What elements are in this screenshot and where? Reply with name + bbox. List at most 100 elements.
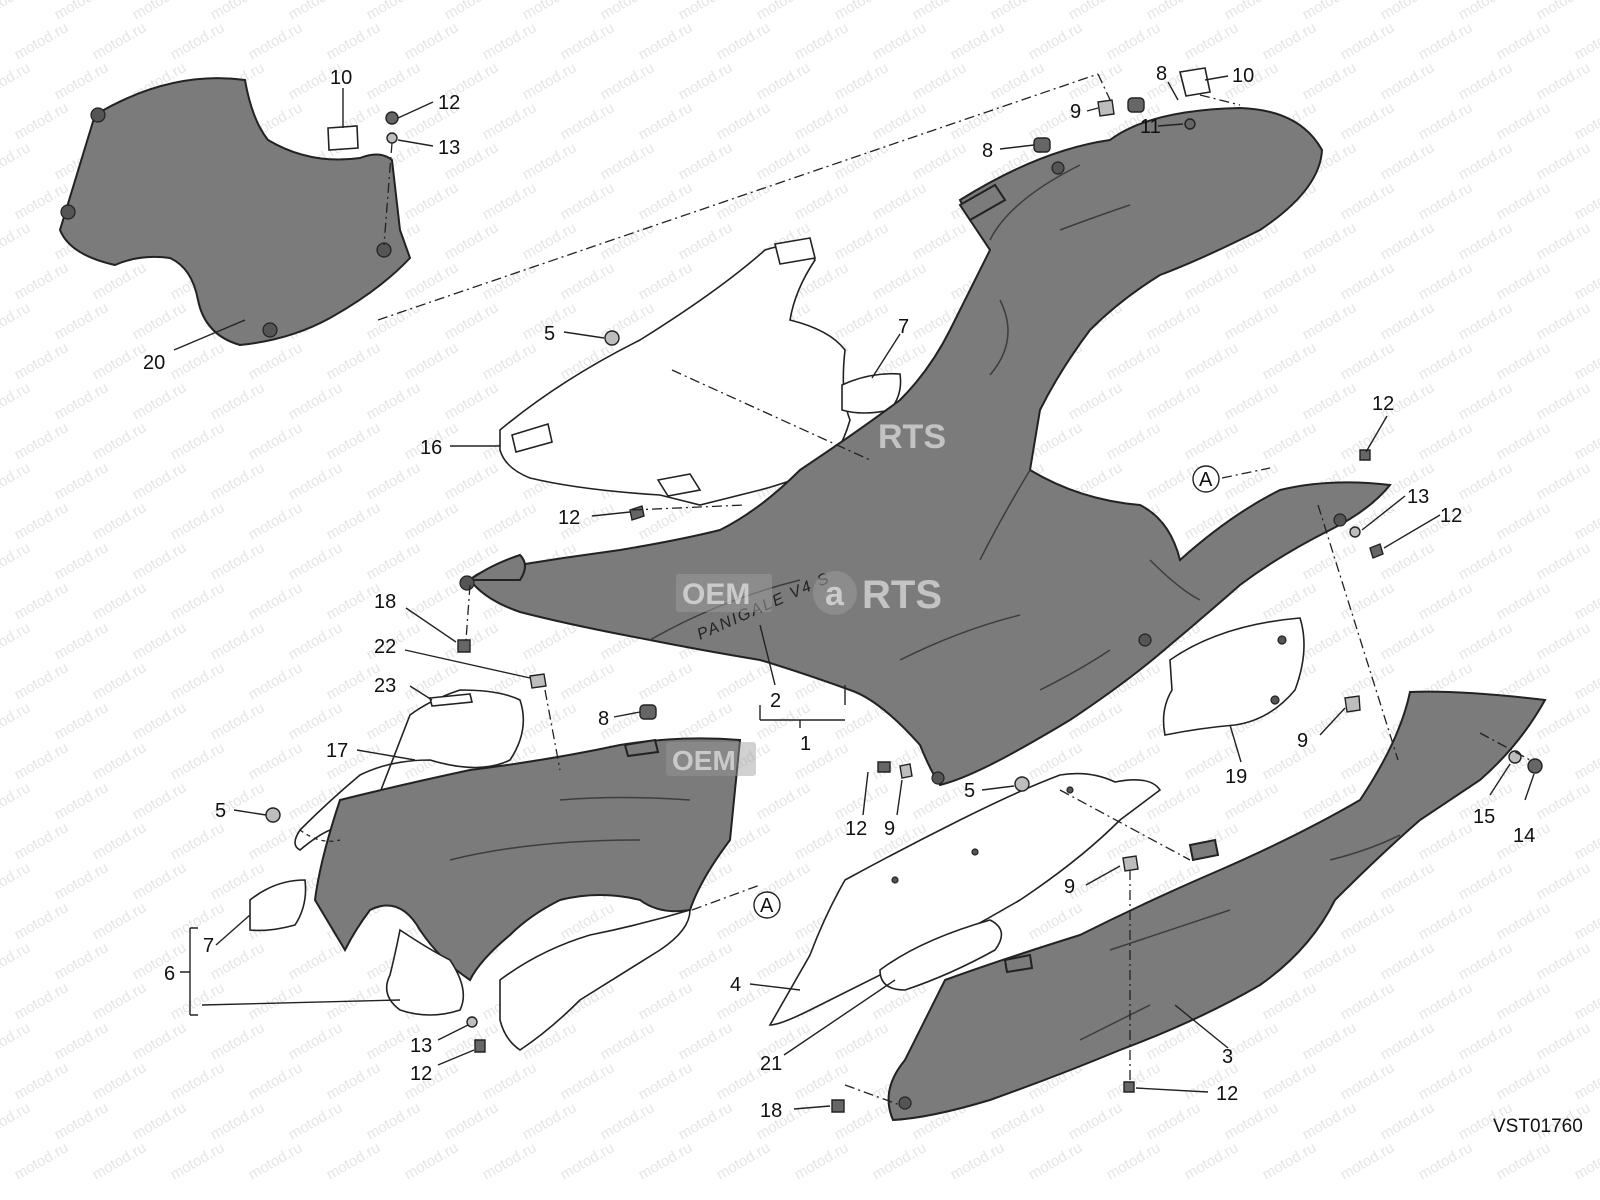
callout-9: 9 [1070, 101, 1081, 123]
reference-a-label: A [760, 895, 774, 917]
watermark-text: motod.ru [754, 139, 814, 183]
watermark-text: motod.ru [1494, 499, 1554, 543]
grommet-8-icon[interactable] [639, 704, 657, 720]
assembly-lines [299, 73, 1531, 1106]
watermark-text: motod.ru [1144, 299, 1204, 343]
watermark-text: motod.ru [1534, 139, 1594, 183]
watermark-text: motod.ru [1026, 1139, 1086, 1183]
watermark-text: motod.ru [12, 1059, 72, 1103]
watermark-text: motod.ru [1572, 259, 1600, 303]
watermark-text: motod.ru [1144, 379, 1204, 423]
watermark-text: motod.ru [90, 499, 150, 543]
callout-4: 4 [730, 974, 741, 996]
watermark-text: motod.ru [636, 99, 696, 143]
callout-17: 17 [326, 740, 348, 762]
part-19-small-panel[interactable] [1162, 617, 1305, 736]
watermark-text: motod.ru [52, 1099, 112, 1143]
watermark-text: motod.ru [480, 99, 540, 143]
callout-18: 18 [374, 591, 396, 613]
nut-11-icon[interactable] [1184, 118, 1196, 130]
watermark-text: motod.ru [636, 1139, 696, 1183]
grommet-5-icon[interactable] [1014, 776, 1030, 792]
part-7-sticker-upper[interactable] [841, 372, 902, 414]
watermark-text: motod.ru [714, 659, 774, 703]
watermark-text: motod.ru [442, 459, 502, 503]
callout-12: 12 [558, 507, 580, 529]
watermark-text: motod.ru [832, 139, 892, 183]
callout-12: 12 [1440, 505, 1462, 527]
washer-13-icon[interactable] [1349, 526, 1361, 538]
grommet-8-icon[interactable] [1127, 97, 1145, 113]
watermark-text: motod.ru [168, 419, 228, 463]
clip-9-icon[interactable] [899, 763, 913, 779]
watermark-text: motod.ru [480, 259, 540, 303]
watermark-text: motod.ru [910, 139, 970, 183]
watermark-text: motod.ru [1338, 1059, 1398, 1103]
watermark-text: motod.ru [1494, 1139, 1554, 1183]
screw-12-icon[interactable] [1123, 1081, 1135, 1093]
callout-8: 8 [1156, 63, 1167, 85]
watermark-text: motod.ru [0, 699, 33, 743]
clip-9-icon[interactable] [1097, 99, 1115, 117]
watermark-text: motod.ru [792, 819, 852, 863]
watermark-text: motod.ru [168, 1059, 228, 1103]
watermark-text: motod.ru [1416, 179, 1476, 223]
part-10-pad-left[interactable] [327, 125, 359, 151]
clip-9-icon[interactable] [1344, 695, 1361, 713]
screw-18-icon[interactable] [831, 1099, 845, 1113]
screw-12-icon[interactable] [629, 505, 645, 521]
watermark-text: motod.ru [324, 1139, 384, 1183]
watermark-text: motod.ru [324, 499, 384, 543]
grommet-5-icon[interactable] [604, 330, 620, 346]
watermark-text: motod.ru [1572, 1059, 1600, 1103]
watermark-text: motod.ru [130, 859, 190, 903]
watermark-text: motod.ru [1572, 739, 1600, 783]
clip-22-icon[interactable] [529, 673, 547, 689]
callout-13: 13 [1407, 486, 1429, 508]
washer-13-icon[interactable] [386, 132, 398, 144]
grommet-8-icon[interactable] [1033, 137, 1051, 153]
part-3-lower-fairing[interactable] [887, 690, 1547, 1122]
watermark-text: motod.ru [1182, 259, 1242, 303]
watermark-text: motod.ru [1534, 539, 1594, 583]
watermark-text: motod.ru [1222, 379, 1282, 423]
washer-15-icon[interactable] [1508, 750, 1522, 764]
screw-12-icon[interactable] [1369, 543, 1384, 559]
watermark-text: motod.ru [948, 19, 1008, 63]
screw-12-icon[interactable] [877, 761, 891, 773]
callout-13: 13 [438, 137, 460, 159]
callout-9: 9 [884, 818, 895, 840]
grommet-5-icon[interactable] [265, 807, 281, 823]
watermark-text: motod.ru [90, 659, 150, 703]
part-6-inner-liner[interactable] [385, 908, 691, 1051]
watermark-text: motod.ru [1260, 979, 1320, 1023]
watermark-text: motod.ru [90, 19, 150, 63]
watermark-text: motod.ru [636, 19, 696, 63]
screw-18-icon[interactable] [457, 639, 471, 653]
watermark-text: motod.ru [52, 539, 112, 583]
part-7-sticker-lower[interactable] [249, 879, 307, 932]
part-20-side-panel[interactable] [58, 77, 412, 347]
part-6-left-lower-fairing[interactable] [313, 737, 742, 982]
watermark-text: motod.ru [1378, 139, 1438, 183]
watermark-text: motod.ru [130, 619, 190, 663]
watermark-text: motod.ru [0, 1019, 33, 1063]
screw-12-icon[interactable] [385, 111, 399, 125]
screw-12-icon[interactable] [474, 1039, 486, 1053]
watermark-text: motod.ru [286, 1099, 346, 1143]
screw-12-icon[interactable] [1359, 449, 1371, 461]
washer-13-icon[interactable] [466, 1016, 478, 1028]
watermark-text: motod.ru [12, 819, 72, 863]
part-23-strip[interactable] [428, 693, 474, 707]
watermark-text: motod.ru [1494, 1059, 1554, 1103]
watermark-text: motod.ru [168, 899, 228, 943]
screw-14-icon[interactable] [1527, 758, 1543, 774]
clip-9-icon[interactable] [1122, 855, 1139, 872]
watermark-text: motod.ru [90, 1139, 150, 1183]
watermark-text: motod.ru [168, 1139, 228, 1183]
logo-prefix-ghost: OEM [672, 745, 736, 776]
watermark-text: motod.ru [480, 499, 540, 543]
part-10-pad-right[interactable] [1179, 67, 1211, 97]
watermark-text: motod.ru [1300, 619, 1360, 663]
